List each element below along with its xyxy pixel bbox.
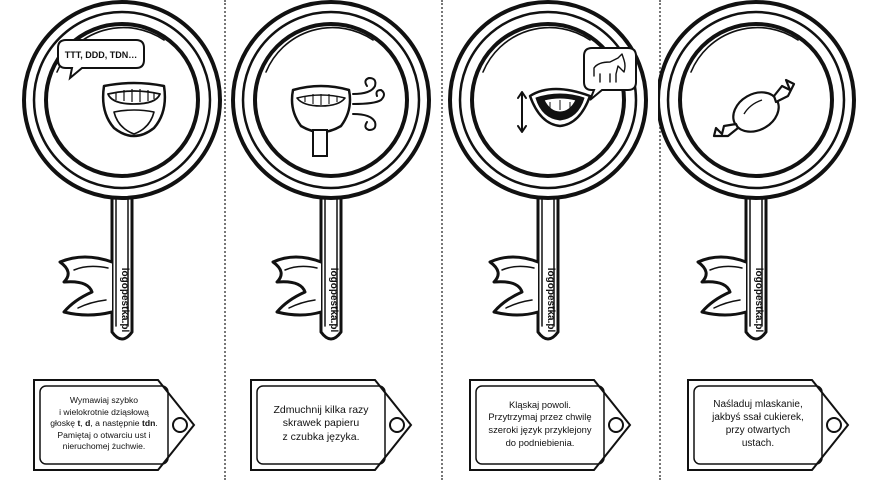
cut-line: [659, 0, 661, 480]
instruction-text: Naśladuj mlaskanie, jakbyś ssał cukierek…: [712, 399, 804, 449]
key-illustration: logopestka.pl: [658, 0, 856, 341]
brand-watermark: logopestka.pl: [328, 268, 339, 333]
instruction-text: Zdmuchnij kilka razy skrawek papieru z c…: [273, 403, 369, 443]
exercise-card-3: logopestka.pl: [440, 0, 660, 480]
key-illustration: logopestka.pl: [231, 0, 431, 341]
cut-line: [441, 0, 443, 480]
exercise-card-1: logopestka.pl TTT, DDD, TDN… Wymawi: [4, 0, 224, 480]
tag-shape-icon: [687, 379, 850, 471]
tag-shape-icon: [33, 379, 196, 471]
brand-watermark: logopestka.pl: [545, 268, 556, 333]
tag-shape-icon: [250, 379, 413, 471]
instruction-tag: Zdmuchnij kilka razy skrawek papieru z c…: [247, 376, 415, 474]
exercise-card-4: logopestka.pl Naśladuj mlaskanie, jakbyś…: [658, 0, 878, 480]
instruction-tag: Wymawiaj szybko i wielokrotnie dziąsłową…: [30, 376, 198, 474]
brand-watermark: logopestka.pl: [119, 268, 130, 333]
instruction-tag: Naśladuj mlaskanie, jakbyś ssał cukierek…: [684, 376, 852, 474]
horse-bubble-icon: [583, 47, 637, 101]
clicking-mouth-icon: [528, 87, 592, 128]
instruction-text: Wymawiaj szybko i wielokrotnie dziąsłową…: [50, 395, 158, 452]
tag-shape-icon: [469, 379, 632, 471]
wind-icon: [352, 76, 385, 132]
key-illustration: logopestka.pl: [448, 0, 648, 341]
up-down-arrow-icon: [517, 91, 527, 133]
exercise-card-2: logopestka.pl: [221, 0, 441, 480]
open-mouth-icon: [101, 81, 167, 138]
speech-bubble-icon: TTT, DDD, TDN…: [57, 39, 145, 81]
brand-watermark: logopestka.pl: [753, 268, 764, 333]
instruction-tag: Kląskaj powoli. Przytrzymaj przez chwilę…: [466, 376, 634, 474]
cut-line: [224, 0, 226, 480]
mouth-blowing-icon: [290, 84, 352, 134]
paper-strip-icon: [312, 129, 328, 157]
key-illustration: logopestka.pl TTT, DDD, TDN…: [22, 0, 222, 341]
instruction-text: Kląskaj powoli. Przytrzymaj przez chwilę…: [488, 398, 592, 448]
svg-text:TTT, DDD, TDN…: TTT, DDD, TDN…: [65, 50, 138, 60]
candy-icon: [712, 78, 796, 138]
